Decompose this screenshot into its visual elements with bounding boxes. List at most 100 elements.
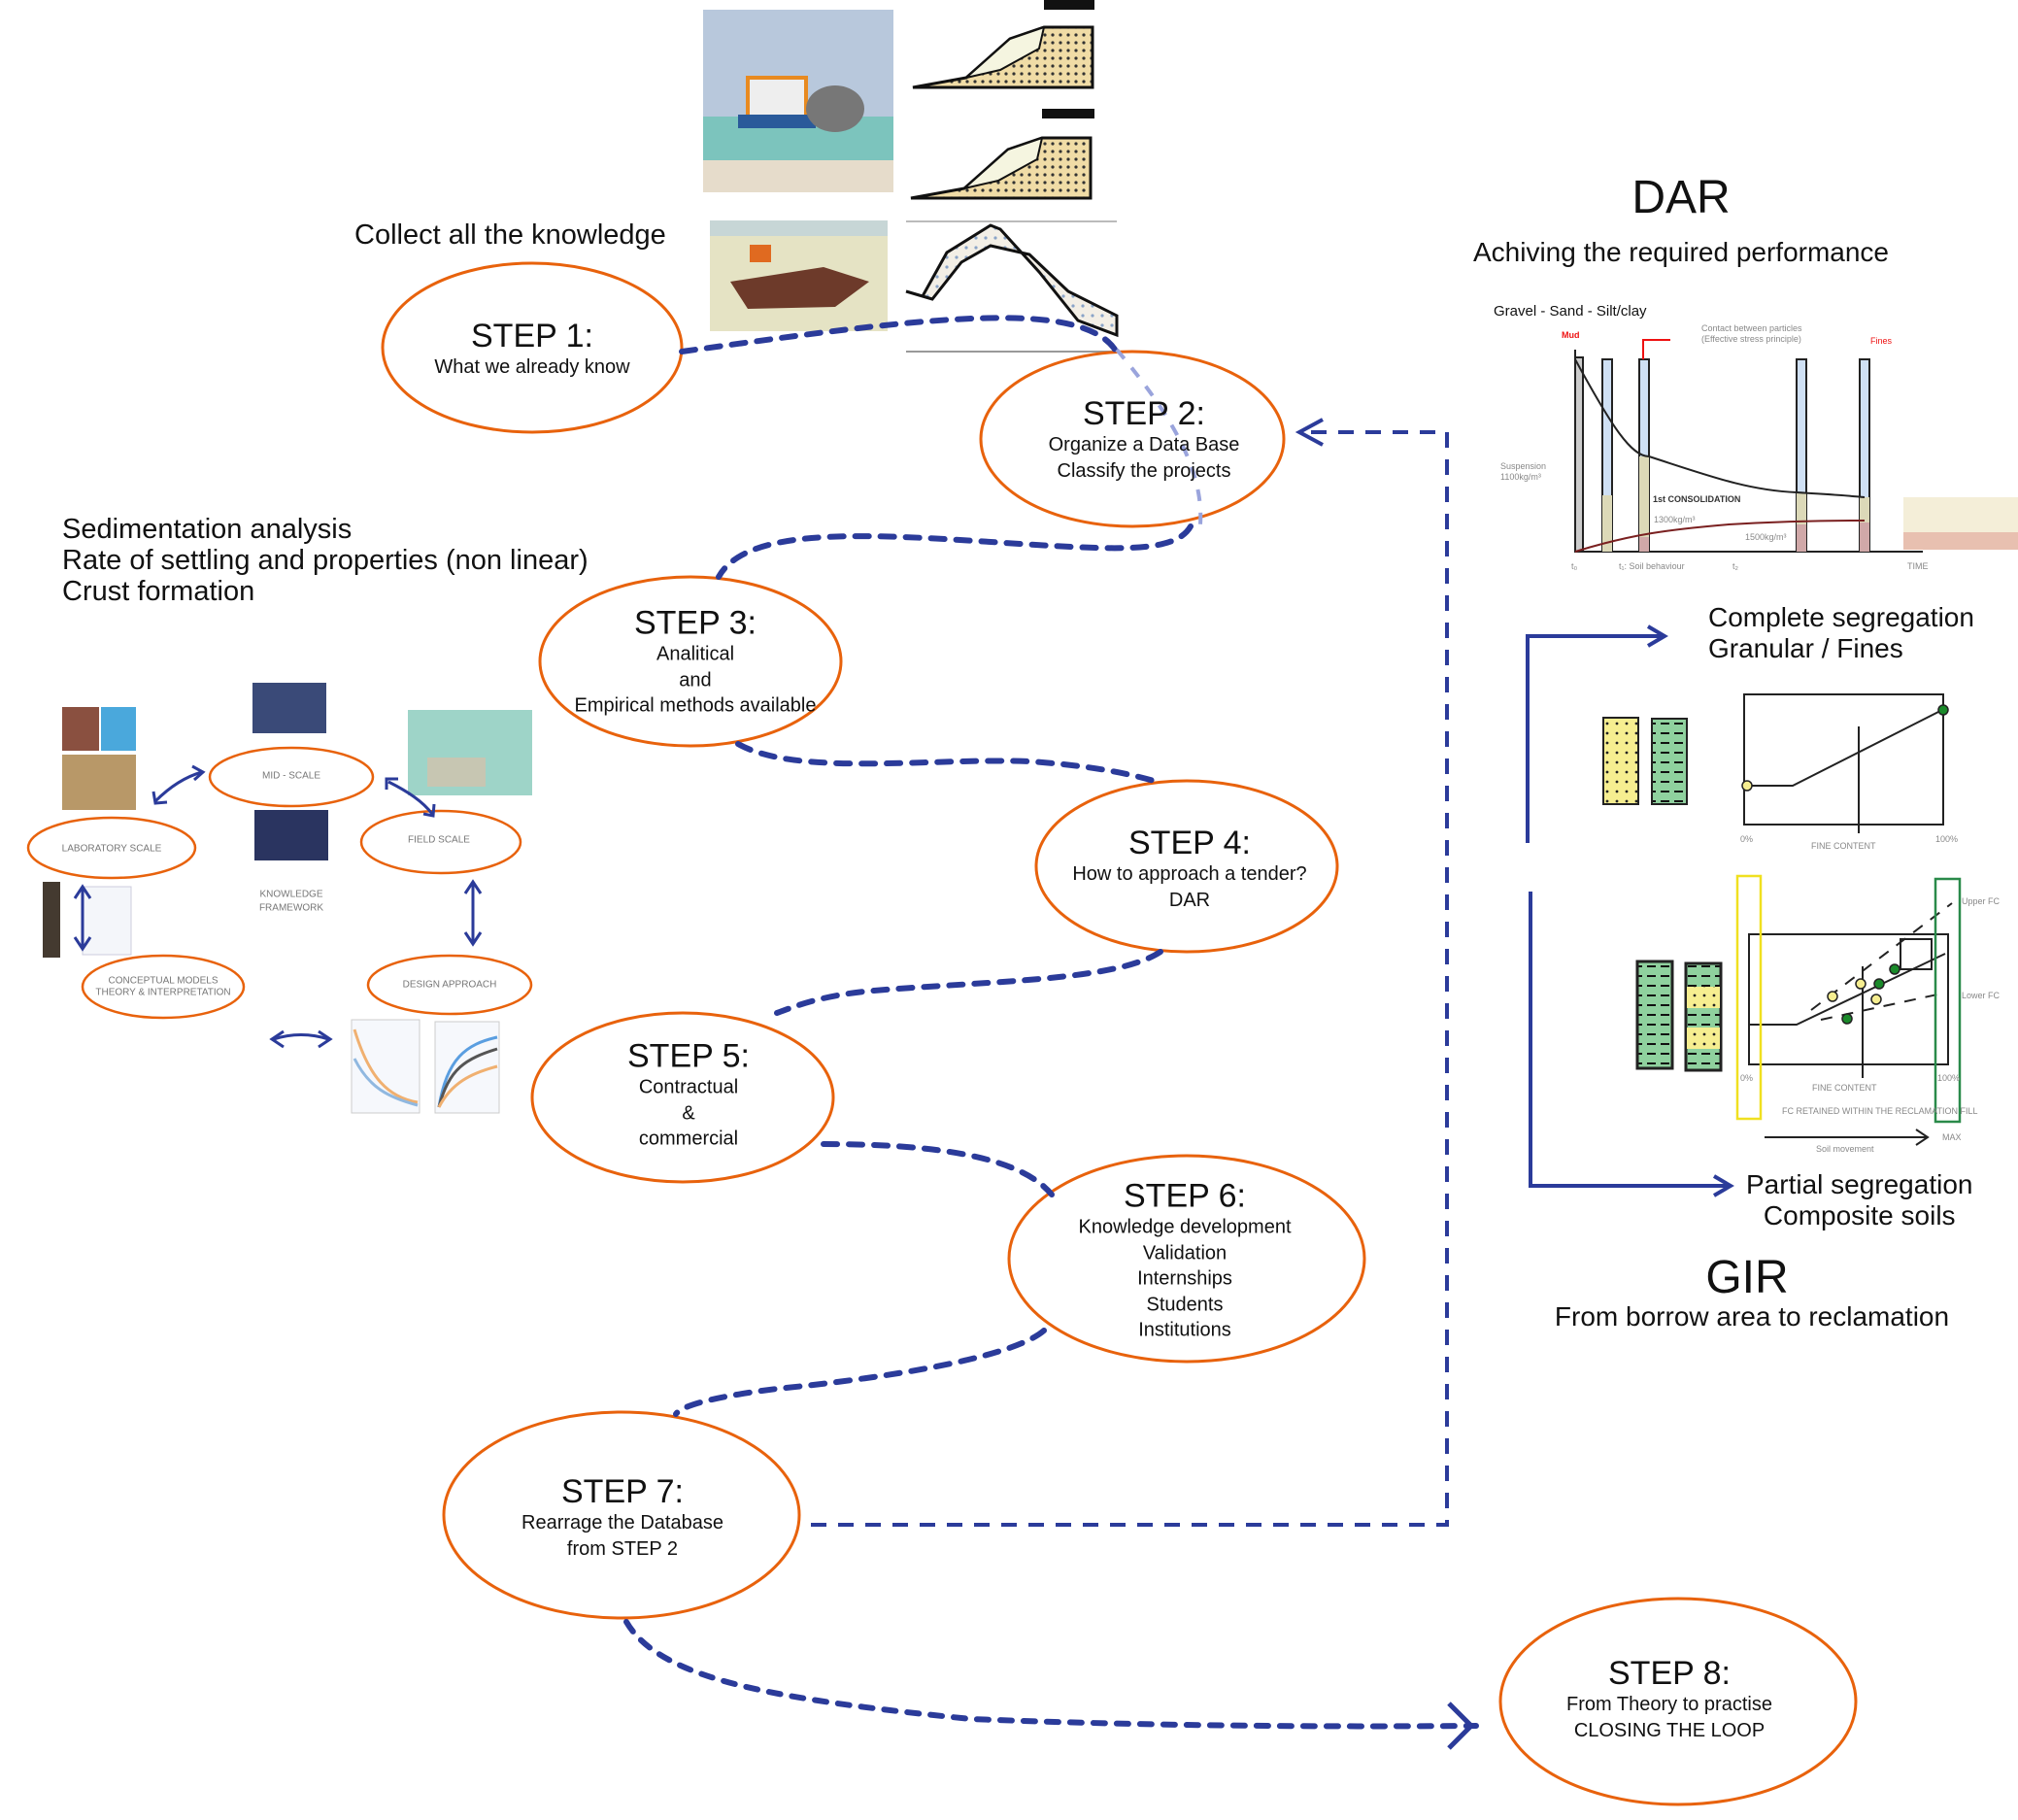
step-5-line-2: & [682, 1102, 695, 1125]
step-5[interactable]: STEP 5: Contractual & commercial [627, 1038, 750, 1153]
consolidation-chart [1574, 339, 2018, 553]
step-3-line-2: and [679, 669, 712, 691]
knowledge-framework-label-2: FRAMEWORK [258, 902, 324, 914]
x-label-t0: t₀ [1571, 561, 1578, 571]
step-8-ellipse[interactable] [1498, 1597, 1858, 1806]
gir-subtitle: From borrow area to reclamation [1554, 1301, 1950, 1331]
step-4[interactable]: STEP 4: How to approach a tender? DAR [1072, 825, 1307, 913]
step-6-line-5: Institutions [1138, 1319, 1231, 1341]
step-8-title: STEP 8: [1608, 1654, 1731, 1692]
partial-segregation-chart [1635, 874, 1962, 1146]
complete-segregation-chart [1602, 693, 1949, 833]
step-6[interactable]: STEP 6: Knowledge development Validation… [1078, 1177, 1292, 1342]
step-7-line-2: from STEP 2 [566, 1537, 679, 1560]
contact-label-2: (Effective stress principle) [1701, 334, 1801, 344]
upper-fc-label: Upper FC [1962, 896, 2001, 906]
step-6-line-1: Knowledge development [1078, 1216, 1292, 1238]
step-6-line-2: Validation [1142, 1242, 1228, 1264]
step-2-line-2: Classify the projects [1057, 459, 1231, 482]
partial-segregation-line-1: Partial segregation [1746, 1169, 1973, 1199]
partial-segregation-line-2: Composite soils [1763, 1200, 1956, 1231]
connector-step5-step6 [821, 1141, 1055, 1197]
sedimentation-line-1: Sedimentation analysis [62, 514, 353, 545]
connector-step1-step2 [679, 315, 1122, 362]
laboratory-scale-ellipse[interactable] [26, 816, 197, 880]
field-scale-ellipse[interactable] [359, 809, 522, 875]
sedimentation-line-3: Crust formation [62, 576, 255, 607]
soil-movement-label: Soil movement [1816, 1144, 1874, 1154]
complete-pct-high: 100% [1935, 834, 1959, 844]
partial-pct-low: 0% [1740, 1073, 1754, 1083]
complete-pct-low: 0% [1740, 834, 1754, 844]
step-8[interactable]: STEP 8: From Theory to practise CLOSING … [1566, 1654, 1772, 1743]
gir-title: GIR [1705, 1252, 1789, 1303]
complete-segregation-line-1: Complete segregation [1708, 602, 1974, 632]
connector-step3-step4 [735, 741, 1163, 786]
density-1500-label: 1500kg/m³ [1745, 532, 1787, 542]
mud-label: Mud [1562, 330, 1580, 340]
step-5-line-1: Contractual [638, 1077, 739, 1099]
step-3-ellipse[interactable] [538, 575, 843, 748]
mid-scale-ellipse[interactable] [208, 746, 375, 808]
lower-fc-label: Lower FC [1962, 991, 2001, 1000]
partial-segregation-label: Partial segregation Composite soils [1746, 1169, 1972, 1231]
design-approach-ellipse[interactable] [366, 954, 533, 1016]
framework-arrows [73, 764, 483, 1049]
collect-knowledge-heading: Collect all the knowledge [354, 219, 666, 251]
step-2[interactable]: STEP 2: Organize a Data Base Classify th… [1049, 395, 1240, 484]
max-label: MAX [1942, 1132, 1962, 1142]
framework-photos [43, 683, 532, 1114]
arrowhead-step2-icon [1295, 418, 1324, 447]
conceptual-models-ellipse[interactable] [81, 954, 246, 1020]
step-1-ellipse[interactable] [381, 261, 684, 434]
gir-arrows [1526, 624, 1734, 1197]
design-approach-label: DESIGN APPROACH [402, 979, 497, 991]
step-3-line-3: Empirical methods available [574, 694, 817, 717]
step-7[interactable]: STEP 7: Rearrage the Database from STEP … [521, 1473, 723, 1562]
connector-step7-step8 [623, 1619, 1479, 1730]
dredger-photo [703, 10, 893, 192]
feedback-connector-step7-step2 [811, 430, 1449, 1527]
step-6-ellipse[interactable] [1007, 1154, 1366, 1364]
pontoon-photo [710, 220, 888, 331]
step-7-ellipse[interactable] [442, 1410, 801, 1620]
x-label-t1: t₁: Soil behaviour [1619, 561, 1685, 571]
step-3-title: STEP 3: [633, 604, 757, 642]
step-1[interactable]: STEP 1: What we already know [434, 318, 630, 381]
connector-step4-step5 [774, 949, 1163, 1016]
arrowhead-step8-icon [1447, 1702, 1475, 1750]
first-consolidation-label: 1st CONSOLIDATION [1653, 494, 1741, 504]
step-4-line-2: DAR [1168, 889, 1211, 911]
bed-profile-chart [905, 220, 1119, 353]
step-6-line-4: Students [1146, 1293, 1224, 1315]
step-4-ellipse[interactable] [1034, 779, 1339, 954]
step-8-line-2: CLOSING THE LOOP [1573, 1719, 1766, 1741]
gravel-sand-silt-label: Gravel - Sand - Silt/clay [1494, 303, 1647, 320]
slope-profile-chart-2 [910, 109, 1094, 200]
step-1-line-1: What we already know [434, 356, 630, 379]
step-3-line-1: Analitical [656, 644, 735, 666]
step-6-line-3: Internships [1137, 1267, 1232, 1290]
density-1300-label: 1300kg/m³ [1654, 515, 1696, 524]
step-3[interactable]: STEP 3: Analitical and Empirical methods… [574, 604, 817, 720]
connector-step2-overlap [1115, 348, 1203, 525]
step-4-line-1: How to approach a tender? [1072, 863, 1307, 886]
step-5-ellipse[interactable] [530, 1011, 835, 1184]
complete-segregation-line-2: Granular / Fines [1708, 633, 1903, 664]
x-label-t2: t₂ [1732, 561, 1738, 571]
field-scale-label: FIELD SCALE [408, 834, 470, 846]
step-2-ellipse[interactable] [979, 350, 1286, 528]
partial-pct-high: 100% [1937, 1073, 1961, 1083]
dar-subtitle: Achiving the required performance [1472, 237, 1890, 267]
mid-scale-label: MID - SCALE [261, 770, 321, 782]
fines-label: Fines [1870, 336, 1893, 346]
step-6-title: STEP 6: [1123, 1177, 1246, 1215]
sedimentation-line-2: Rate of settling and properties (non lin… [62, 545, 589, 576]
connector-step6-step7 [673, 1328, 1047, 1417]
laboratory-scale-label: LABORATORY SCALE [61, 843, 162, 855]
conceptual-models-label: CONCEPTUAL MODELS [108, 975, 219, 987]
x-label-time: TIME [1907, 561, 1929, 571]
contact-label-1: Contact between particles [1701, 323, 1802, 333]
step-1-title: STEP 1: [470, 318, 593, 355]
